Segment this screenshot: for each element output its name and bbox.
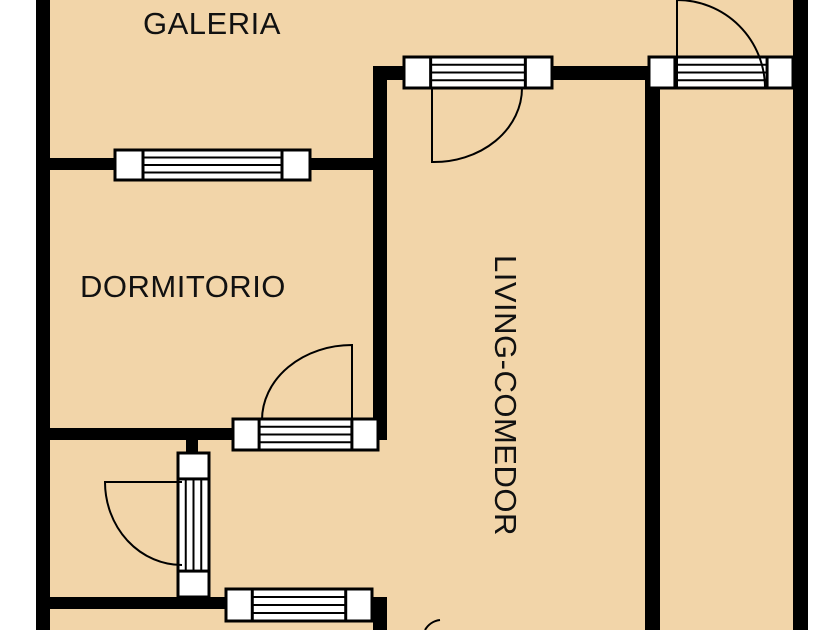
- door-swing-dormitorio: [261, 343, 353, 421]
- window-galeria-dormitorio-end: [113, 148, 145, 182]
- door-frame-dormitorio: [231, 417, 380, 452]
- door-swing-bath: [103, 481, 183, 566]
- door-swing-entrance: [676, 0, 766, 89]
- door-frame-bath-end: [176, 451, 211, 481]
- door-frame-living-end: [523, 55, 554, 90]
- outer-wall-left: [36, 0, 50, 630]
- door-frame-dormitorio-end: [231, 417, 261, 452]
- door-frame-entrance-end: [647, 55, 677, 90]
- window-galeria-dormitorio-end: [280, 148, 312, 182]
- walls: [36, 0, 808, 630]
- wall-bottom-vertical: [373, 597, 387, 630]
- door-swing-living: [431, 87, 523, 164]
- door-frame-bottom: [224, 587, 374, 623]
- wall-stub: [186, 440, 198, 454]
- floor-area: [36, 0, 808, 630]
- door-swing-bottom: [424, 619, 441, 630]
- room-label-galeria: GALERIA: [143, 6, 281, 41]
- door-swings: [103, 0, 766, 630]
- wall-living-right: [645, 80, 660, 630]
- door-frame-dormitorio-end: [350, 417, 380, 452]
- room-label-living-comedor: LIVING-COMEDOR: [488, 255, 523, 536]
- wall-dormitorio-living: [373, 66, 387, 440]
- room-label-dormitorio: DORMITORIO: [80, 269, 286, 304]
- door-frame-entrance-end: [765, 55, 795, 90]
- door-frame-bath-end: [176, 569, 211, 599]
- door-frame-bath: [176, 451, 211, 599]
- openings: [113, 55, 795, 623]
- door-frame-living: [402, 55, 554, 90]
- door-frame-living-end: [402, 55, 433, 90]
- window-galeria-dormitorio: [113, 148, 312, 182]
- door-frame-bottom-end: [344, 587, 374, 623]
- door-frame-bottom-end: [224, 587, 254, 623]
- outer-wall-right: [793, 0, 808, 630]
- door-frame-entrance: [647, 55, 795, 90]
